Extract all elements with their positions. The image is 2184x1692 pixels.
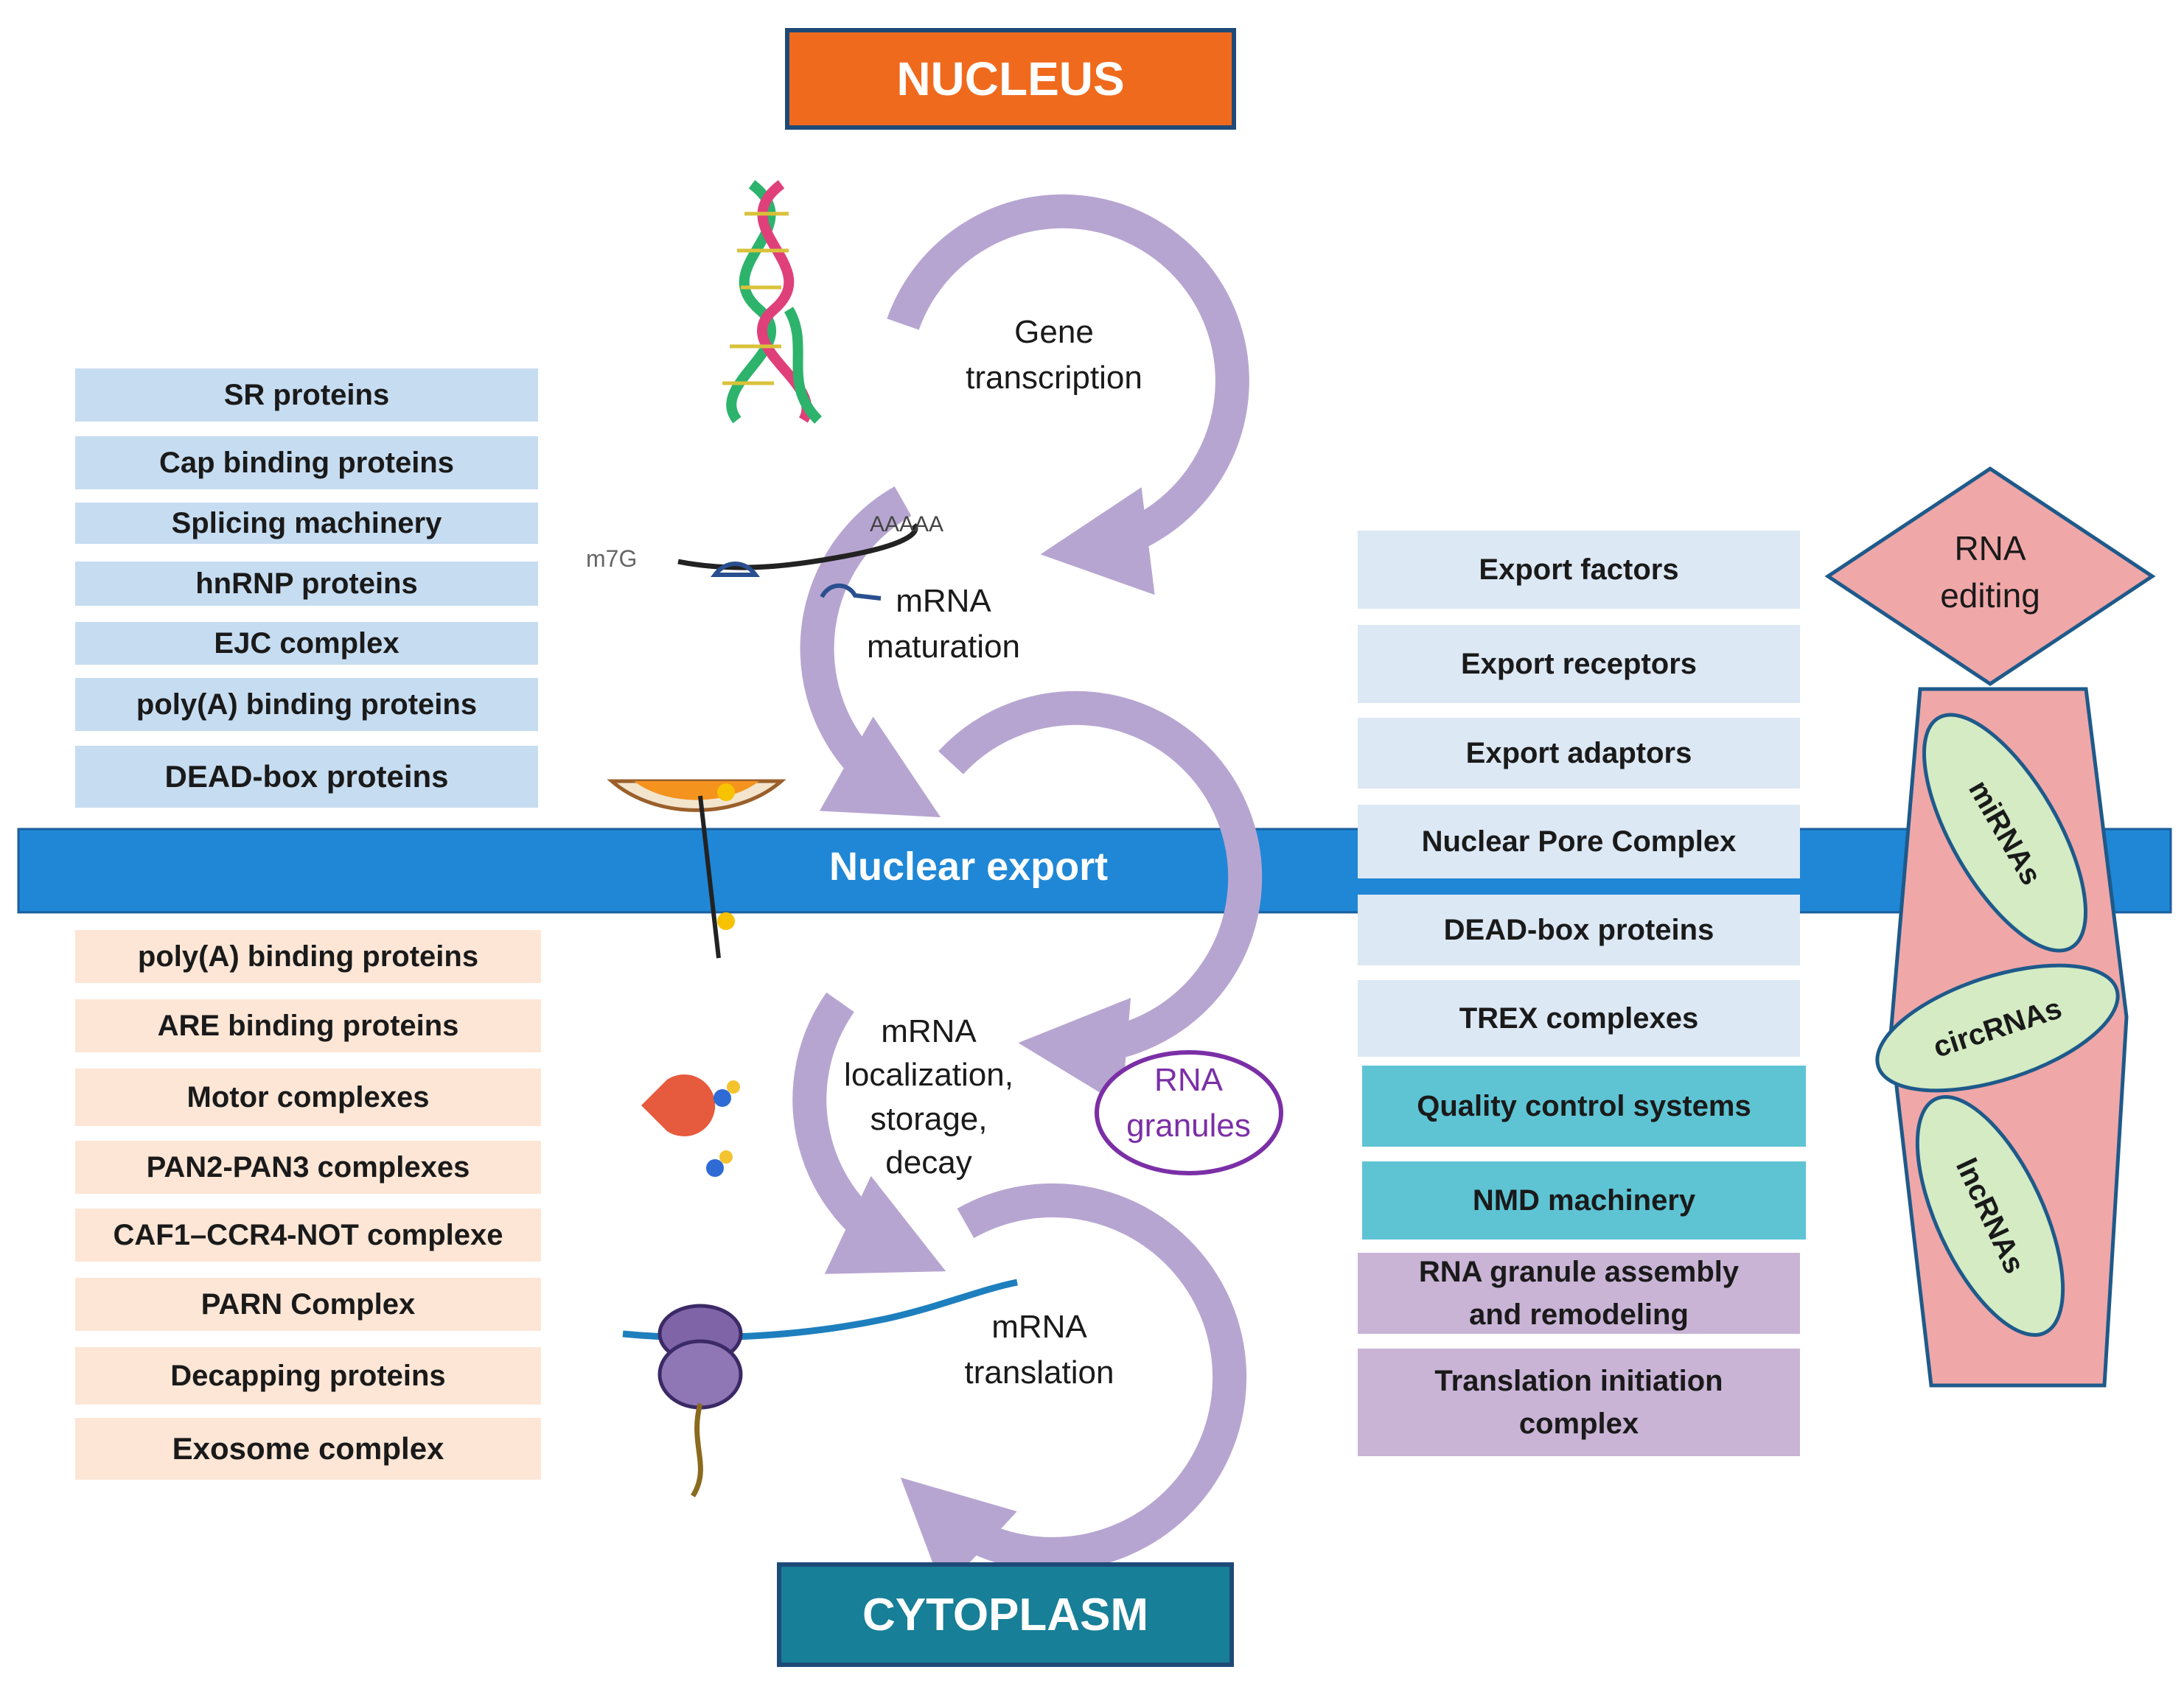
factor-box-deadbox-right: DEAD-box proteins: [1358, 895, 1800, 965]
factor-box-pan2-pan3: PAN2-PAN3 complexes: [75, 1141, 541, 1194]
protein-blob-1-icon: [710, 562, 761, 577]
factor-box-trex: TREX complexes: [1358, 980, 1800, 1057]
factor-box-ejc: EJC complex: [75, 622, 538, 665]
pacman-enzyme-icon: [641, 1074, 716, 1136]
factor-box-parn: PARN Complex: [75, 1278, 541, 1331]
dna-rungs: [722, 212, 789, 385]
factor-box-are: ARE binding proteins: [75, 999, 541, 1052]
factor-box-nmd: NMD machinery: [1362, 1161, 1806, 1240]
nuclear-pore-icon: [607, 779, 786, 959]
lncrna-ellipse: [1915, 1095, 2065, 1337]
circrna-ellipse: [1875, 963, 2120, 1093]
rna-granules-oval: [1095, 1050, 1283, 1175]
ribosome-icon: [657, 1304, 743, 1497]
export-arrow: [938, 691, 1263, 1106]
small-protein-icon: [706, 1089, 731, 1177]
factor-box-nuclear-pore: Nuclear Pore Complex: [1358, 805, 1800, 878]
cycle-arrows: [792, 194, 1263, 1591]
factor-box-exosome: Exosome complex: [75, 1418, 541, 1480]
factor-box-splicing: Splicing machinery: [75, 503, 538, 544]
factor-box-polya-cyto: poly(A) binding proteins: [75, 930, 541, 983]
nuclear-export-label: Nuclear export: [829, 845, 1109, 889]
factor-box-quality-control: Quality control systems: [1362, 1066, 1806, 1147]
nuclear-export-bar: [17, 828, 2172, 914]
factor-box-sr-proteins: SR proteins: [75, 368, 538, 422]
protein-blob-2-icon: [820, 583, 882, 601]
factor-box-polya-nuclear: poly(A) binding proteins: [75, 678, 538, 731]
nucleus-title: NUCLEUS: [785, 28, 1236, 130]
factor-box-export-adaptors: Export adaptors: [1358, 718, 1800, 789]
rna-editing-diamond: [1824, 466, 2156, 687]
transcription-arrow: [887, 194, 1249, 595]
factor-box-decapping: Decapping proteins: [75, 1347, 541, 1405]
factor-box-deadbox-nuclear: DEAD-box proteins: [75, 746, 538, 808]
factor-box-export-factors: Export factors: [1358, 531, 1800, 609]
mirna-ellipse: [1922, 713, 2087, 953]
polya-label: AAAAA: [870, 512, 944, 536]
cytoplasm-title: CYTOPLASM: [777, 1562, 1234, 1667]
localization-arrow: [792, 992, 946, 1274]
cap-label: m7G: [586, 545, 638, 572]
translation-arrow: [900, 1183, 1247, 1591]
factor-box-cap-binding: Cap binding proteins: [75, 436, 538, 489]
factor-box-motor: Motor complexes: [75, 1069, 541, 1126]
factor-box-hnrnp: hnRNP proteins: [75, 562, 538, 606]
maturation-arrow: [800, 486, 941, 818]
factor-box-caf1: CAF1–CCR4-NOT complexe: [75, 1209, 541, 1262]
factor-box-export-receptors: Export receptors: [1358, 625, 1800, 703]
